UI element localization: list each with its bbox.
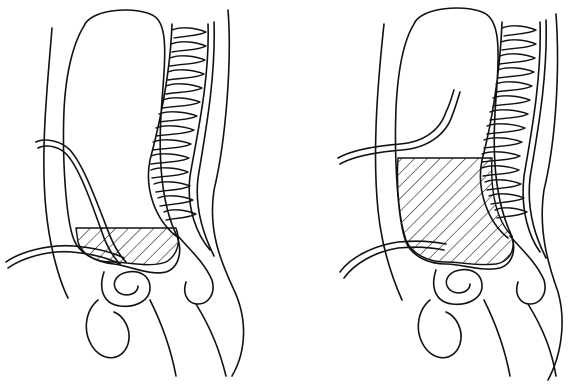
- right-spinal-canal: [529, 20, 546, 258]
- left-genitalia: [86, 300, 129, 358]
- right-upper-tube-inner: [340, 92, 460, 164]
- right-bladder: [434, 270, 482, 305]
- left-hatched-fluid: [76, 228, 178, 265]
- left-panel: [6, 10, 244, 376]
- right-genitalia: [418, 300, 461, 358]
- left-spinal-canal: [197, 22, 214, 256]
- right-buttock: [528, 304, 556, 376]
- left-bladder: [102, 272, 150, 307]
- right-perineum: [484, 300, 510, 376]
- left-back-body-outline: [212, 10, 243, 376]
- right-panel: [338, 8, 562, 380]
- left-buttock: [196, 304, 226, 376]
- left-perineum: [150, 300, 176, 376]
